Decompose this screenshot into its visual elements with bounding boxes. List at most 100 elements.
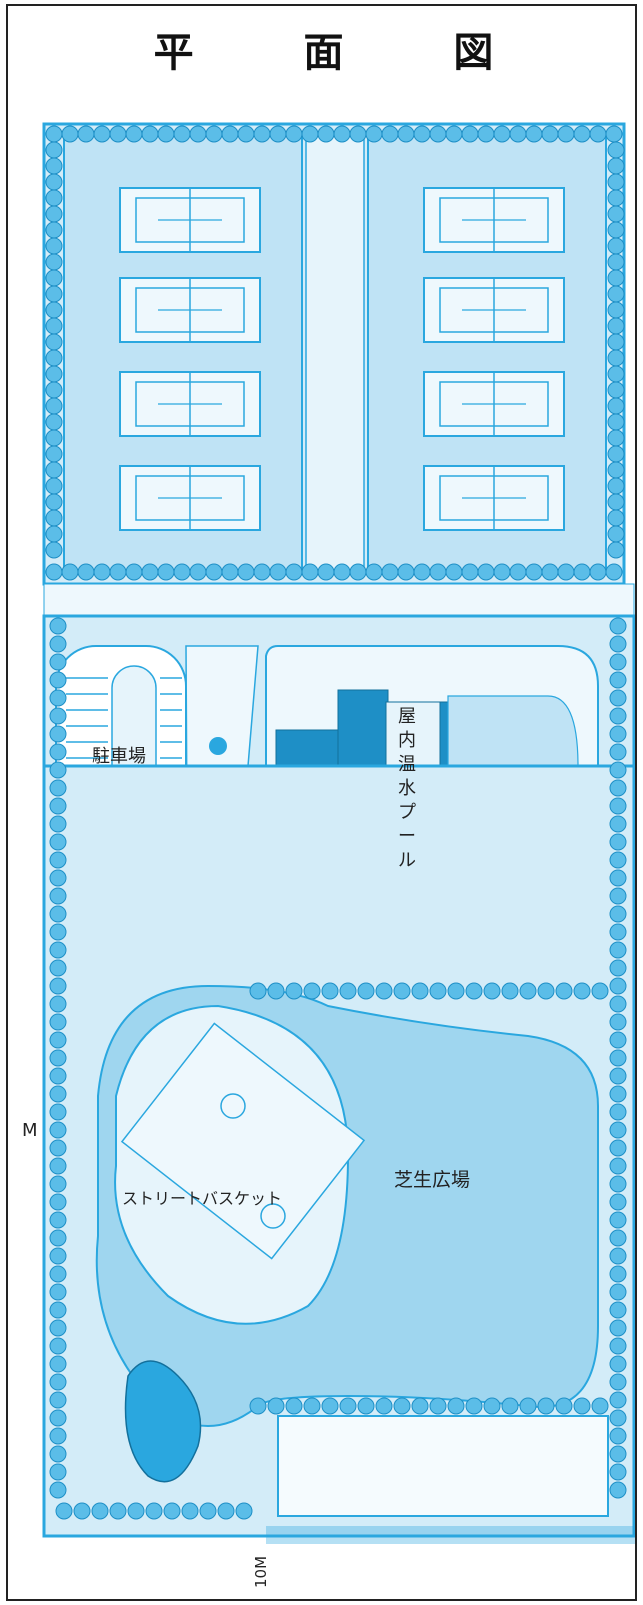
tree (45, 413, 63, 431)
tree (483, 982, 501, 1000)
tree (609, 1193, 627, 1211)
park-tree-border (49, 617, 627, 1520)
tree (221, 125, 239, 143)
tree (141, 125, 159, 143)
tree (573, 1397, 591, 1415)
tree (61, 563, 79, 581)
tree (609, 815, 627, 833)
tree (49, 815, 67, 833)
tree (249, 982, 267, 1000)
scale-label: 10M (252, 1556, 270, 1588)
lawn-label: 芝生広場 (394, 1169, 470, 1191)
tree (45, 253, 63, 271)
basketball-label: ストリートバスケット (122, 1189, 282, 1208)
pool-label-char-3: 水 (398, 778, 416, 799)
tree (317, 563, 335, 581)
tree (49, 1283, 67, 1301)
tree (609, 1229, 627, 1247)
tree (181, 1502, 199, 1520)
tree (93, 125, 111, 143)
tree (49, 977, 67, 995)
tree (509, 125, 527, 143)
tree (609, 1085, 627, 1103)
tree (217, 1502, 235, 1520)
tree (573, 982, 591, 1000)
tree (49, 1445, 67, 1463)
tree (525, 125, 543, 143)
tree (77, 563, 95, 581)
tree (365, 563, 383, 581)
tree (607, 205, 625, 223)
tree (93, 563, 111, 581)
tree (49, 797, 67, 815)
tree (49, 923, 67, 941)
tree (609, 1373, 627, 1391)
tree (45, 381, 63, 399)
tree (49, 959, 67, 977)
pool-label-char-1: 内 (398, 730, 416, 751)
tree (393, 982, 411, 1000)
tree (607, 509, 625, 527)
tree (609, 1247, 627, 1265)
tree (49, 1247, 67, 1265)
tree (45, 141, 63, 159)
tree (607, 253, 625, 271)
tree (493, 125, 511, 143)
tree (607, 189, 625, 207)
tree (55, 1502, 73, 1520)
tree (477, 125, 495, 143)
tree (609, 887, 627, 905)
tree (411, 1397, 429, 1415)
tree (609, 1265, 627, 1283)
tree (609, 1211, 627, 1229)
tree (607, 317, 625, 335)
tree (541, 125, 559, 143)
tree (49, 1463, 67, 1481)
tree (49, 1373, 67, 1391)
tree (49, 1031, 67, 1049)
tree (609, 1103, 627, 1121)
tree (49, 1067, 67, 1085)
tree (447, 1397, 465, 1415)
tree (609, 617, 627, 635)
tree (609, 959, 627, 977)
tree (609, 689, 627, 707)
tree (609, 1409, 627, 1427)
tree (49, 887, 67, 905)
tree (285, 125, 303, 143)
tree (109, 125, 127, 143)
tree (45, 541, 63, 559)
tree (339, 1397, 357, 1415)
tree (49, 1139, 67, 1157)
tree (609, 653, 627, 671)
tree (537, 1397, 555, 1415)
tree (445, 125, 463, 143)
tree (235, 1502, 253, 1520)
tree (237, 563, 255, 581)
tree (609, 743, 627, 761)
tree (365, 125, 383, 143)
tree (317, 125, 335, 143)
tree (609, 707, 627, 725)
tree (199, 1502, 217, 1520)
tree (49, 1211, 67, 1229)
tree (45, 205, 63, 223)
tree (591, 982, 609, 1000)
tree (109, 563, 127, 581)
tree (493, 563, 511, 581)
tree (541, 563, 559, 581)
tree (145, 1502, 163, 1520)
tree (303, 1397, 321, 1415)
tree (589, 563, 607, 581)
tree (45, 477, 63, 495)
tree (49, 743, 67, 761)
tree (609, 1445, 627, 1463)
tree (519, 1397, 537, 1415)
tree (609, 1031, 627, 1049)
tree (349, 563, 367, 581)
tree (429, 1397, 447, 1415)
tree (49, 1121, 67, 1139)
tree (221, 563, 239, 581)
tree (269, 125, 287, 143)
tree (45, 237, 63, 255)
